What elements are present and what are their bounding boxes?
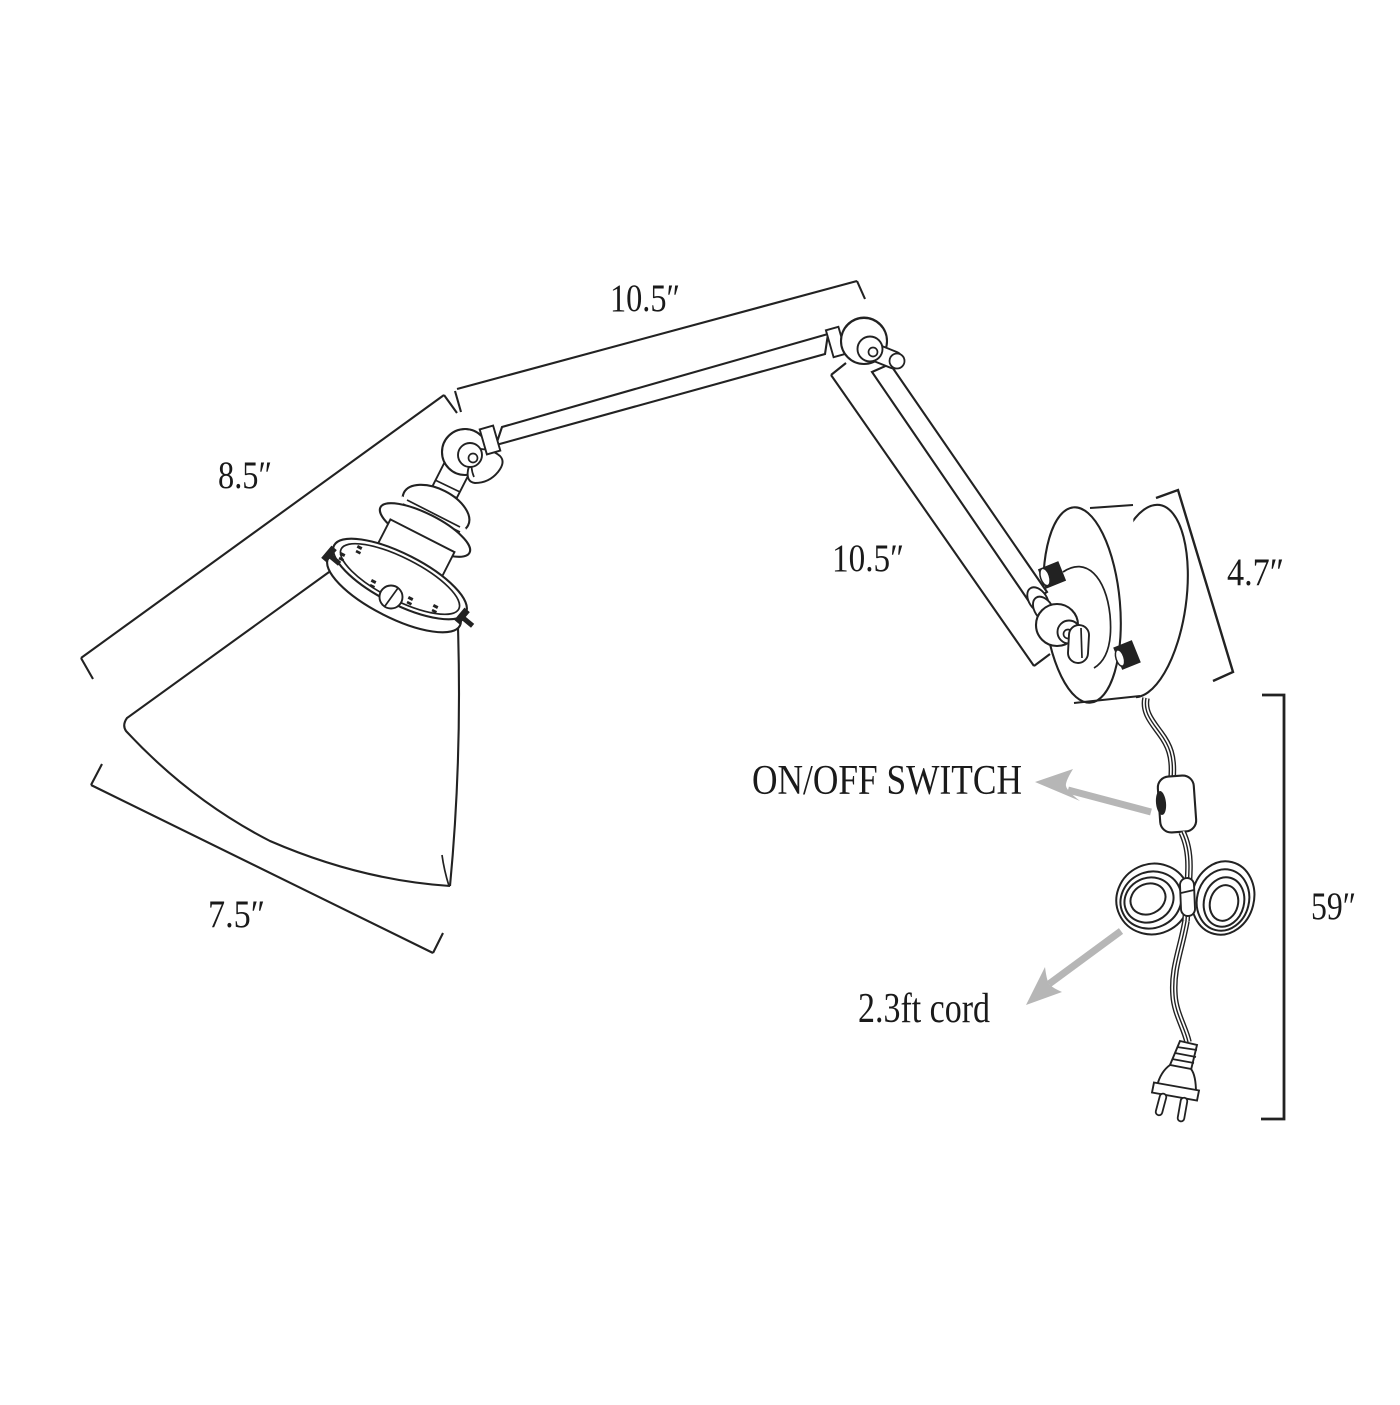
svg-text:7.5″: 7.5″	[208, 893, 265, 936]
svg-text:8.5″: 8.5″	[218, 454, 272, 497]
svg-text:59″: 59″	[1311, 885, 1356, 928]
svg-text:10.5″: 10.5″	[832, 537, 904, 580]
svg-text:ON/OFF SWITCH: ON/OFF SWITCH	[752, 758, 1022, 804]
svg-text:10.5″: 10.5″	[610, 277, 680, 320]
svg-text:4.7″: 4.7″	[1227, 551, 1284, 594]
svg-text:2.3ft cord: 2.3ft cord	[858, 986, 990, 1032]
